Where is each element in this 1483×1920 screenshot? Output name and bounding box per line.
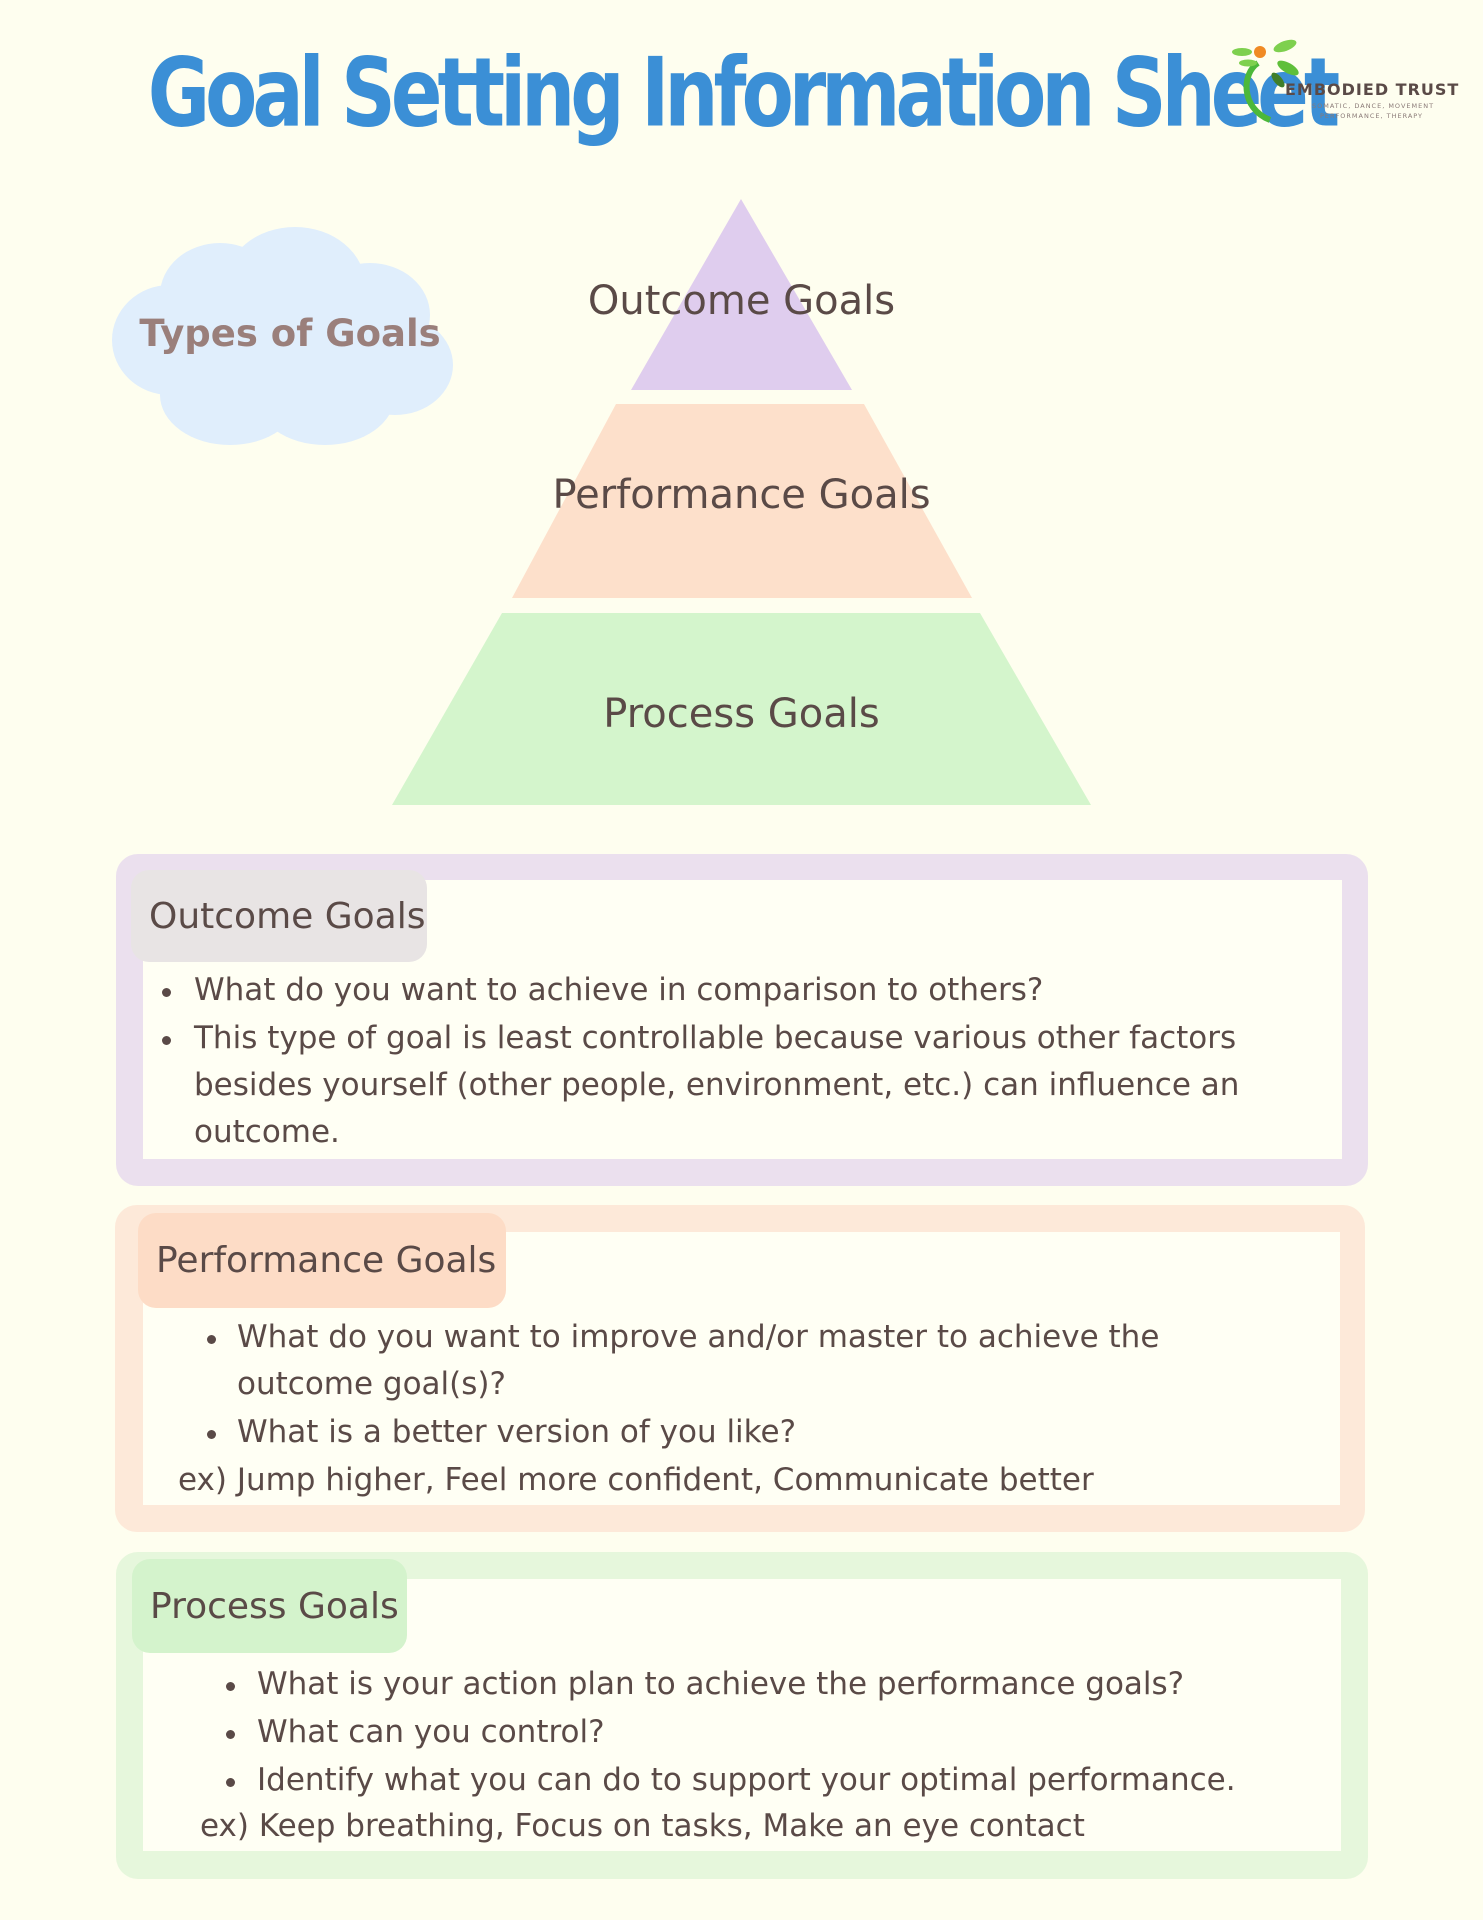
process-goals-heading: Process Goals bbox=[132, 1559, 407, 1653]
logo-tagline: PERFORMANCE, THERAPY bbox=[1320, 112, 1424, 120]
logo-tagline: SOMATIC, DANCE, MOVEMENT bbox=[1312, 102, 1435, 110]
bullet-icon bbox=[162, 1036, 171, 1045]
goal-pyramid bbox=[392, 199, 1091, 805]
outcome-bullet: What do you want to achieve in compariso… bbox=[194, 972, 1044, 1008]
pyramid-tier-performance bbox=[512, 404, 972, 598]
pyramid-label-outcome: Outcome Goals bbox=[587, 278, 896, 324]
process-example: ex) Keep breathing, Focus on tasks, Make… bbox=[200, 1808, 1085, 1844]
bullet-icon bbox=[162, 988, 171, 997]
process-bullet: What is your action plan to achieve the … bbox=[257, 1666, 1185, 1702]
outcome-bullet-cont: outcome. bbox=[194, 1114, 340, 1150]
cloud-label: Types of Goals bbox=[139, 312, 441, 355]
bullet-icon bbox=[226, 1778, 235, 1787]
process-bullet: Identify what you can do to support your… bbox=[257, 1762, 1236, 1798]
bullet-icon bbox=[226, 1682, 235, 1691]
logo-leaf-icon bbox=[1232, 39, 1299, 123]
cloud-shape bbox=[112, 227, 453, 445]
performance-example: ex) Jump higher, Feel more confident, Co… bbox=[178, 1462, 1094, 1498]
pyramid-label-performance: Performance Goals bbox=[552, 472, 931, 518]
bullet-icon bbox=[207, 1335, 216, 1344]
bullet-icon bbox=[207, 1430, 216, 1439]
pyramid-tier-outcome bbox=[631, 199, 852, 390]
outcome-bullet-cont: besides yourself (other people, environm… bbox=[194, 1067, 1240, 1103]
outcome-bullet: This type of goal is least controllable … bbox=[194, 1020, 1237, 1056]
logo: EMBODIED TRUST SOMATIC, DANCE, MOVEMENT … bbox=[1230, 38, 1480, 128]
performance-goals-heading: Performance Goals bbox=[138, 1213, 506, 1308]
bullet-icon bbox=[226, 1730, 235, 1739]
pyramid-label-process: Process Goals bbox=[603, 691, 880, 737]
logo-name: EMBODIED TRUST bbox=[1285, 80, 1460, 99]
pyramid-tier-process bbox=[392, 613, 1091, 805]
performance-bullet-cont: outcome goal(s)? bbox=[237, 1366, 506, 1402]
outcome-goals-heading: Outcome Goals bbox=[131, 870, 427, 962]
performance-bullet: What do you want to improve and/or maste… bbox=[237, 1319, 1160, 1355]
page-title: Goal Setting Information Sheet bbox=[147, 36, 1340, 149]
process-bullet: What can you control? bbox=[257, 1714, 605, 1750]
performance-bullet: What is a better version of you like? bbox=[237, 1414, 797, 1450]
